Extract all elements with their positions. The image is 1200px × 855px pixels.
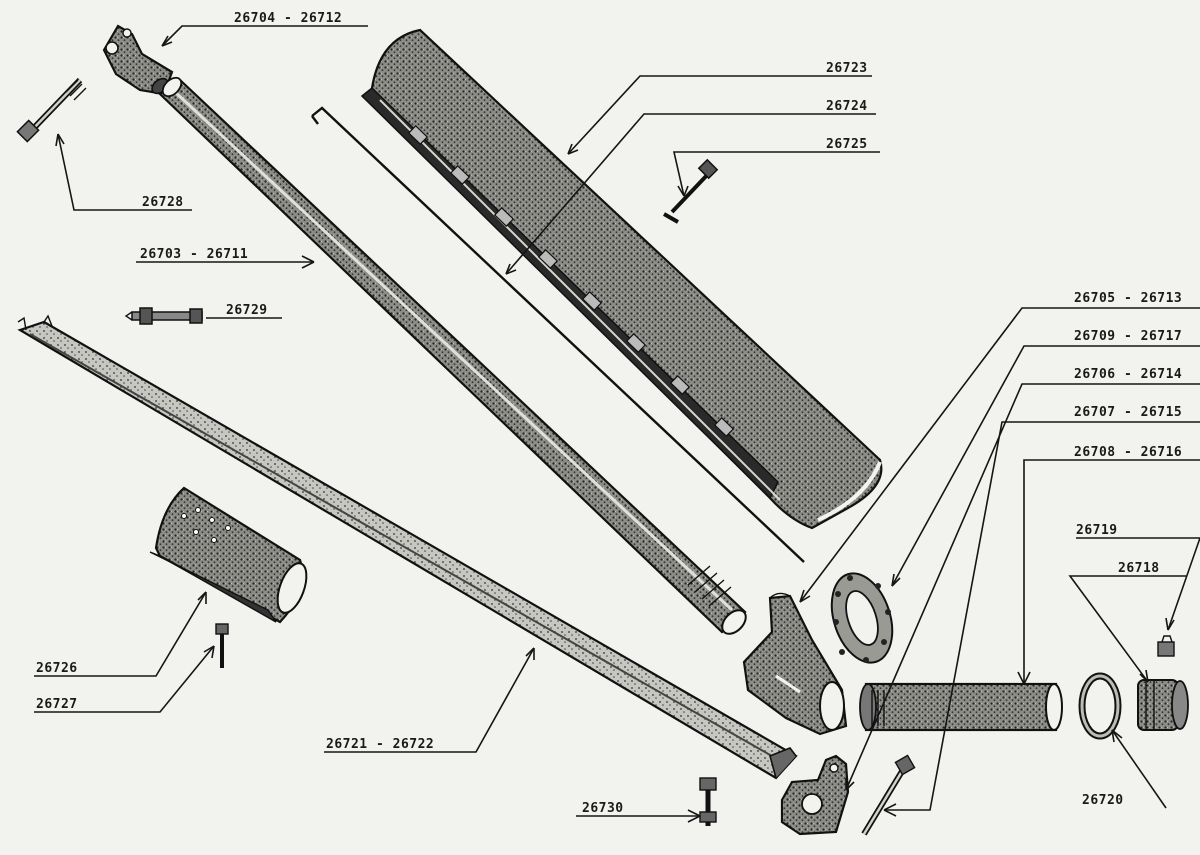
label-26706: 26706 - 26714 [1074,367,1182,382]
label-26726: 26726 [36,661,78,676]
part-26709-flange [830,572,894,664]
label-26707: 26707 - 26715 [1074,405,1182,420]
label-26720: 26720 [1082,793,1124,808]
part-26728-bolt [16,77,87,143]
part-26708-sleeve [859,682,1063,732]
label-26723: 26723 [826,61,868,76]
part-26706-clamp [780,754,850,836]
part-26727-bolt [215,623,229,668]
part-26704-clevis [102,24,174,96]
label-26729: 26729 [226,303,268,318]
part-26730-bolt [699,777,717,826]
part-26723-cover-shell [360,28,883,530]
part-26707-bolt [861,754,916,836]
label-26708: 26708 - 26716 [1074,445,1182,460]
label-26724: 26724 [826,99,868,114]
part-26724-rod [311,106,805,563]
part-26721-lower-tube [17,314,798,780]
part-26718-nut [1137,679,1189,731]
label-26727: 26727 [36,697,78,712]
label-26703: 26703 - 26711 [140,247,248,262]
label-26705: 26705 - 26713 [1074,291,1182,306]
label-26709: 26709 - 26717 [1074,329,1182,344]
label-26718: 26718 [1118,561,1160,576]
label-26728: 26728 [142,195,184,210]
label-26721: 26721 - 26722 [326,737,434,752]
part-26705-socket-fitting [742,592,848,736]
part-26720-ring [1078,672,1122,740]
part-26726-shell-bracket [149,486,308,624]
label-26725: 26725 [826,137,868,152]
leader-lines [34,25,1200,823]
label-26719: 26719 [1076,523,1118,538]
part-26719-nut [1157,635,1175,657]
part-26703-upper-tube [158,76,747,635]
part-26729-bolt [124,307,203,325]
part-26725-bolt [663,158,719,224]
label-26704: 26704 - 26712 [234,11,342,26]
label-26730: 26730 [582,801,624,816]
cover-tabs [407,124,735,438]
part-labels: 26704 - 26712 26723 26724 26725 26728 26… [36,11,1182,816]
